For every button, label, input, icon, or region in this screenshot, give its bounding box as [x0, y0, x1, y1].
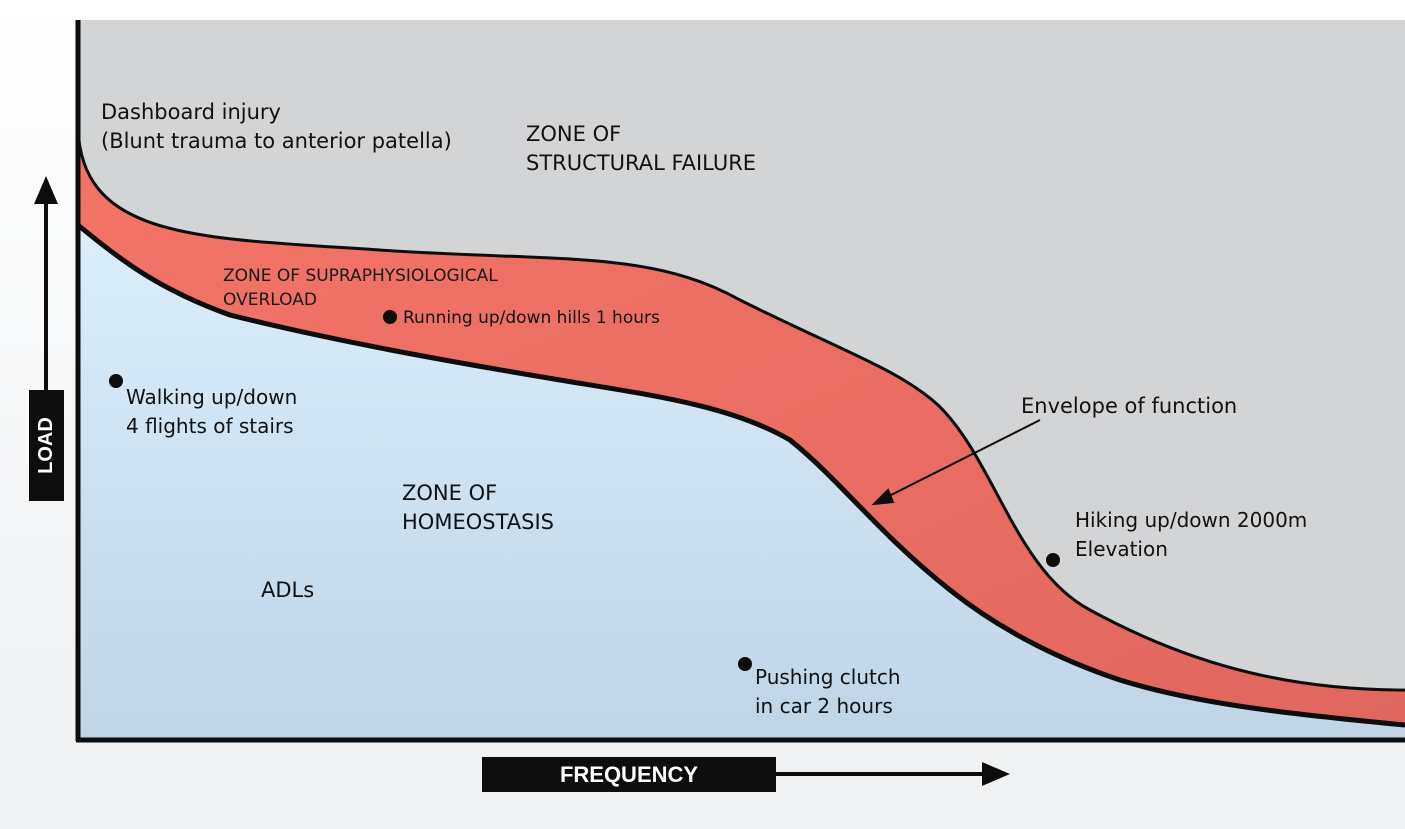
y-axis-label: LOAD: [29, 390, 64, 501]
homeostasis-label: ZONE OF HOMEOSTASIS: [402, 481, 554, 534]
overload-zone-label: ZONE OF SUPRAPHYSIOLOGICAL OVERLOAD: [223, 266, 498, 310]
x-axis-label: FREQUENCY: [482, 757, 776, 792]
homeostasis-boundary-line: [76, 223, 1405, 728]
point-running: [383, 310, 397, 324]
point-hiking: [1046, 553, 1060, 567]
envelope-pointer-head: [871, 488, 895, 506]
envelope-pointer-line: [884, 419, 1041, 499]
point-walking: [109, 374, 123, 388]
envelope-of-function-label: Envelope of function: [1021, 394, 1238, 418]
adls-label: ADLs: [261, 578, 315, 602]
x-axis-arrow-head: [982, 762, 1010, 786]
walking-label: Walking up/down 4 flights of stairs: [126, 385, 298, 438]
overload-zone: [78, 128, 1405, 725]
structural-failure-label: ZONE OF STRUCTURAL FAILURE: [526, 122, 757, 175]
hiking-label: Hiking up/down 2000m Elevation: [1075, 508, 1308, 561]
y-axis-arrow-head: [34, 176, 58, 204]
failure-threshold-line: [76, 127, 1405, 692]
dashboard-injury-label: Dashboard injury (Blunt trauma to anteri…: [101, 100, 452, 153]
clutch-label: Pushing clutch in car 2 hours: [755, 665, 901, 718]
point-clutch: [738, 657, 752, 671]
running-label: Running up/down hills 1 hours: [403, 308, 660, 328]
